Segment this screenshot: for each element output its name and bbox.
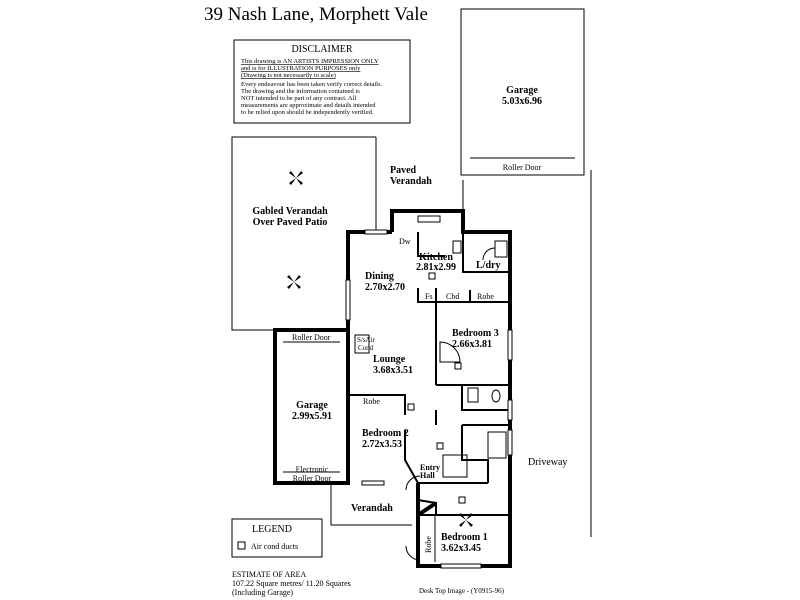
disclaimer-line: NOT intended to be part of any contract.… xyxy=(241,95,356,102)
legend: LEGEND Air cond ducts xyxy=(231,518,323,558)
room-name: Dining xyxy=(365,271,394,282)
front-verandah xyxy=(330,483,412,526)
legend-item: Air cond ducts xyxy=(251,542,298,551)
cbd-label: Cbd xyxy=(446,292,459,301)
driveway-label: Driveway xyxy=(528,457,567,468)
area-value: 107.22 Square metres/ 11.20 Squares xyxy=(232,579,351,588)
dw-label: Dw xyxy=(399,237,411,246)
disclaimer-line: measurements are approximate and details… xyxy=(241,102,376,109)
room-size: 2.99x5.91 xyxy=(292,411,332,422)
room-size: 2.72x3.53 xyxy=(362,439,402,450)
room-size: 3.68x3.51 xyxy=(373,365,413,376)
room-name: Verandah xyxy=(390,176,432,187)
room-name: Garage xyxy=(506,85,538,96)
room-name: Lounge xyxy=(373,354,406,365)
footer-credit: Desk Top Image - (Y0915-96) xyxy=(419,587,505,595)
room-size: 3.62x3.45 xyxy=(441,543,481,554)
disclaimer-line: and is for ILLUSTRATION PURPOSES only xyxy=(241,65,361,72)
robe-label: Robe xyxy=(477,292,494,301)
disclaimer-line: Every endeavour has been taken verify co… xyxy=(241,81,383,88)
room-size: 2.66x3.81 xyxy=(452,339,492,350)
room-name: L/dry xyxy=(476,260,500,271)
page-title: 39 Nash Lane, Morphett Vale xyxy=(204,4,428,25)
roller-door-label: Roller Door xyxy=(292,333,331,342)
ceiling-fan-icon xyxy=(459,513,473,527)
robe-label: Robe xyxy=(363,397,380,406)
room-name: Entry xyxy=(420,463,440,472)
room-name: Kitchen xyxy=(419,252,453,263)
area-heading: ESTIMATE OF AREA xyxy=(232,570,306,579)
room-name: Garage xyxy=(296,400,328,411)
room-name: Paved xyxy=(390,165,417,176)
room-name: Over Paved Patio xyxy=(253,217,328,228)
air-cond-duct-icon xyxy=(407,272,466,504)
garage-doors xyxy=(283,341,340,473)
electronic-door-label: Roller Door xyxy=(293,474,332,483)
legend-heading: LEGEND xyxy=(252,524,292,535)
air-cond-unit xyxy=(354,334,370,354)
room-name: Bedroom 3 xyxy=(452,328,499,339)
room-name: Bedroom 2 xyxy=(362,428,409,439)
paved-verandah: Paved Verandah xyxy=(375,137,464,232)
robe-label: Robe xyxy=(424,536,433,553)
disclaimer-heading: DISCLAIMER xyxy=(291,44,352,55)
disclaimer-line: to be relied upon should be independentl… xyxy=(241,109,374,116)
room-size: 2.81x2.99 xyxy=(416,262,456,273)
room-size: 2.70x2.70 xyxy=(365,282,405,293)
air-cond-label: Cond xyxy=(358,344,374,352)
air-cond-duct-icon xyxy=(237,541,246,550)
disclaimer-line: (Drawing is not necessarily to scale) xyxy=(241,72,336,79)
windows xyxy=(345,215,513,569)
area-note: (Including Garage) xyxy=(232,588,293,597)
detached-garage: Garage 5.03x6.96 Roller Door xyxy=(460,8,585,176)
roller-door-label: Roller Door xyxy=(503,163,542,172)
room-name: Bedroom 1 xyxy=(441,532,488,543)
disclaimer-box: DISCLAIMER This drawing is AN ARTISTS IM… xyxy=(233,39,411,124)
disclaimer-line: This drawing is AN ARTISTS IMPRESSION ON… xyxy=(241,58,379,65)
ceiling-fan-icon xyxy=(289,171,303,185)
disclaimer-line: The drawing and the information containe… xyxy=(241,88,360,95)
room-name: Hall xyxy=(420,471,435,480)
room-name: Verandah xyxy=(351,503,393,514)
room-name: Gabled Verandah xyxy=(252,206,328,217)
fixtures xyxy=(405,240,508,561)
room-size: 5.03x6.96 xyxy=(502,96,542,107)
fs-label: Fs xyxy=(425,292,433,301)
ceiling-fan-icon xyxy=(287,275,301,289)
electronic-door-label: Electronic xyxy=(296,465,329,474)
air-cond-label: S/sAir xyxy=(357,336,376,344)
